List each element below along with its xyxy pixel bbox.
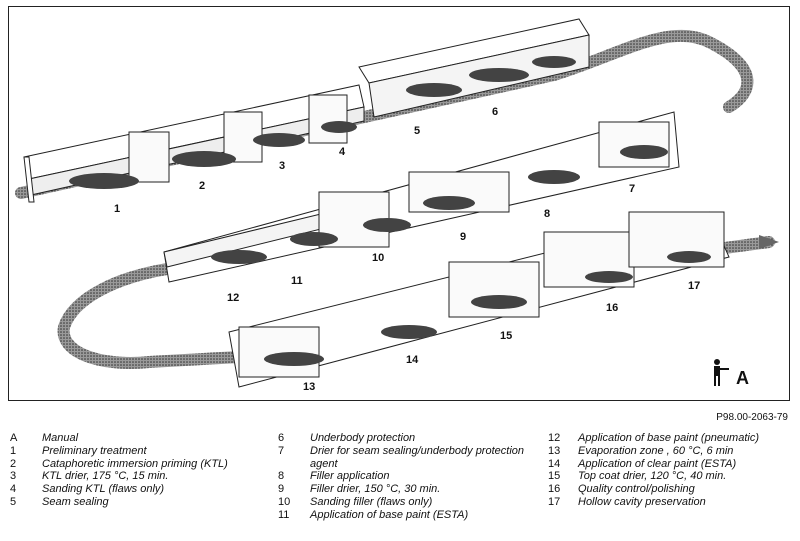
legend-text: Application of base paint (pneumatic) (578, 432, 759, 444)
station-label-8: 8 (544, 208, 550, 220)
legend-text: Quality control/polishing (578, 483, 695, 496)
row2-vehicles (211, 145, 668, 264)
legend-text: Filler application (310, 470, 390, 483)
legend-key: 13 (548, 444, 561, 457)
legend-text: Manual (42, 432, 79, 444)
legend-item: 7 Drier for seam sealing/underbody protec… (278, 445, 540, 471)
legend-column-2: 6 Underbody protection 7 Drier for seam sea… (278, 432, 540, 522)
legend-item: 16 Quality control/polishing (548, 483, 793, 496)
legend-text: KTL drier, 175 °C, 15 min. (42, 470, 169, 483)
legend-text: Preliminary treatment (42, 444, 147, 457)
legend-key: 2 (10, 457, 17, 470)
legend-text: Filler drier, 150 °C, 30 min. (310, 483, 441, 496)
legend-item: A Manual (10, 432, 270, 445)
station-label-6: 6 (492, 106, 498, 118)
paint-shop-line-diagram: 1 2 3 4 5 6 7 8 9 10 11 12 13 14 15 16 1… (15, 18, 779, 393)
legend-key: 5 (10, 495, 17, 508)
legend-item: 9 Filler drier, 150 °C, 30 min. (278, 483, 540, 496)
legend-text: Sanding filler (flaws only) (310, 495, 433, 508)
station-label-15: 15 (500, 330, 512, 342)
legend-column-1: A Manual 1 Preliminary treatment 2 Cataphoret… (10, 432, 270, 509)
legend-item: 5 Seam sealing (10, 496, 270, 509)
manual-worker-icon (714, 359, 729, 386)
legend-item: 15 Top coat drier, 120 °C, 40 min. (548, 470, 793, 483)
legend-key: 3 (10, 470, 17, 483)
legend-key: 10 (278, 495, 291, 508)
legend-key: A (10, 432, 18, 444)
legend-text: Seam sealing (42, 495, 109, 508)
legend-item: 3 KTL drier, 175 °C, 15 min. (10, 470, 270, 483)
station-label-12: 12 (227, 292, 239, 304)
legend-item: 2 Cataphoretic immersion priming (KTL) (10, 458, 270, 471)
legend-text: Underbody protection (310, 432, 416, 444)
legend-item: 8 Filler application (278, 470, 540, 483)
figure-reference: P98.00-2063-79 (716, 412, 788, 423)
legend-key: 9 (278, 483, 285, 496)
legend-key: 14 (548, 457, 561, 470)
legend-item: 4 Sanding KTL (flaws only) (10, 483, 270, 496)
legend-text: Hollow cavity preservation (578, 495, 706, 508)
legend-key: 16 (548, 483, 561, 496)
legend-key: 12 (548, 432, 561, 444)
conveyor-track-end (759, 235, 779, 249)
legend-key: 7 (278, 444, 285, 457)
legend-item: 12 Application of base paint (pneumatic) (548, 432, 793, 445)
legend-text: Drier for seam sealing/underbody protect… (310, 444, 525, 470)
legend-item: 13 Evaporation zone , 60 °C, 6 min (548, 445, 793, 458)
diagram-frame: 1 2 3 4 5 6 7 8 9 10 11 12 13 14 15 16 1… (8, 6, 790, 401)
legend-key: 8 (278, 470, 285, 483)
legend-key: 11 (278, 508, 290, 521)
legend-text: Application of clear paint (ESTA) (578, 457, 737, 470)
station-label-5: 5 (414, 125, 420, 137)
legend-key: 4 (10, 483, 17, 496)
legend-item: 6 Underbody protection (278, 432, 540, 445)
station-label-10: 10 (372, 252, 384, 264)
station-label-3: 3 (279, 160, 285, 172)
legend-text: Sanding KTL (flaws only) (42, 483, 165, 496)
row1-vehicles (69, 56, 576, 189)
station-label-13: 13 (303, 381, 315, 393)
row3-vehicles (264, 251, 711, 366)
legend-item: 14 Application of clear paint (ESTA) (548, 458, 793, 471)
legend-text: Evaporation zone , 60 °C, 6 min (578, 444, 734, 457)
station-label-9: 9 (460, 231, 466, 243)
station-label-7: 7 (629, 183, 635, 195)
legend-text: Application of base paint (ESTA) (310, 508, 469, 521)
station-label-2: 2 (199, 180, 205, 192)
row1-tunnel (23, 18, 590, 203)
station-label-1: 1 (114, 203, 120, 215)
legend-key: 6 (278, 432, 285, 444)
manual-marker-label: A (736, 368, 749, 388)
legend-item: 10 Sanding filler (flaws only) (278, 496, 540, 509)
legend-key: 15 (548, 470, 561, 483)
station-label-11: 11 (291, 275, 303, 287)
legend-key: 1 (10, 444, 17, 457)
legend-text: Top coat drier, 120 °C, 40 min. (578, 470, 727, 483)
station-label-17: 17 (688, 280, 700, 292)
station-label-4: 4 (339, 146, 346, 158)
station-label-16: 16 (606, 302, 618, 314)
legend-item: 11 Application of base paint (ESTA) (278, 509, 540, 522)
legend-text: Cataphoretic immersion priming (KTL) (42, 457, 228, 470)
legend-item: 17 Hollow cavity preservation (548, 496, 793, 509)
station-label-14: 14 (406, 354, 419, 366)
legend-item: 1 Preliminary treatment (10, 445, 270, 458)
legend-key: 17 (548, 495, 561, 508)
